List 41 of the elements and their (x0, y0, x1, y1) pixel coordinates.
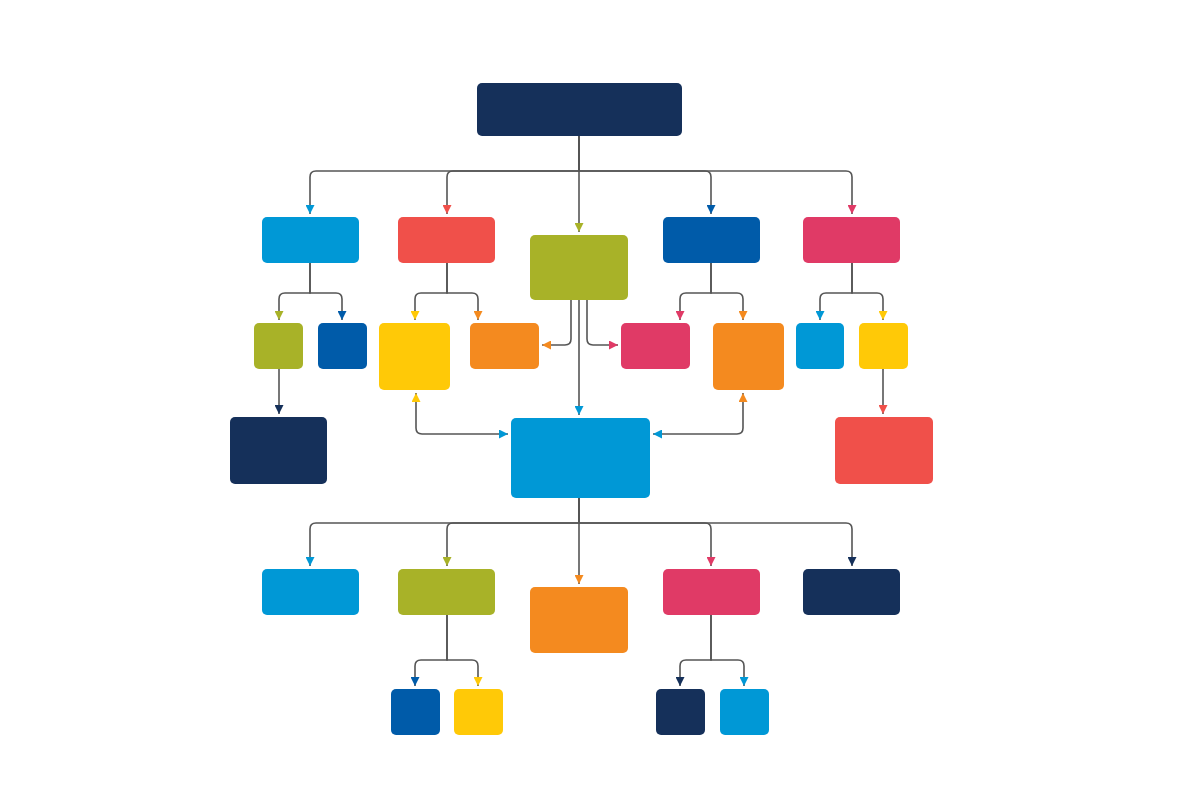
process-box (262, 569, 359, 615)
process-box (530, 235, 628, 300)
process-box (803, 569, 900, 615)
process-box (262, 217, 359, 263)
process-box (230, 417, 327, 484)
process-box (803, 217, 900, 263)
process-box (663, 569, 760, 615)
arrow (710, 614, 749, 687)
process-box (391, 689, 440, 735)
process-box (511, 418, 650, 498)
arrow (652, 392, 748, 439)
process-box (398, 217, 495, 263)
process-box (835, 417, 933, 484)
process-box (470, 323, 539, 369)
arrow (586, 299, 619, 350)
process-box (379, 323, 450, 390)
arrow (851, 262, 888, 321)
arrow (446, 262, 483, 321)
arrow (274, 368, 284, 415)
arrow (578, 497, 857, 567)
process-box (859, 323, 908, 369)
process-box (796, 323, 844, 369)
arrow (541, 299, 572, 350)
arrow (710, 262, 748, 321)
process-box (454, 689, 503, 735)
process-box (398, 569, 495, 615)
process-box (713, 323, 784, 390)
process-box (318, 323, 367, 369)
process-box (254, 323, 303, 369)
process-box (530, 587, 628, 653)
arrow (574, 299, 584, 416)
arrow (446, 614, 483, 687)
process-box (656, 689, 705, 735)
process-box (621, 323, 690, 369)
arrow (411, 392, 509, 439)
arrow (309, 262, 347, 321)
process-box (720, 689, 769, 735)
arrow (878, 368, 888, 415)
process-box (477, 83, 682, 136)
arrow (578, 135, 857, 215)
process-box (663, 217, 760, 263)
